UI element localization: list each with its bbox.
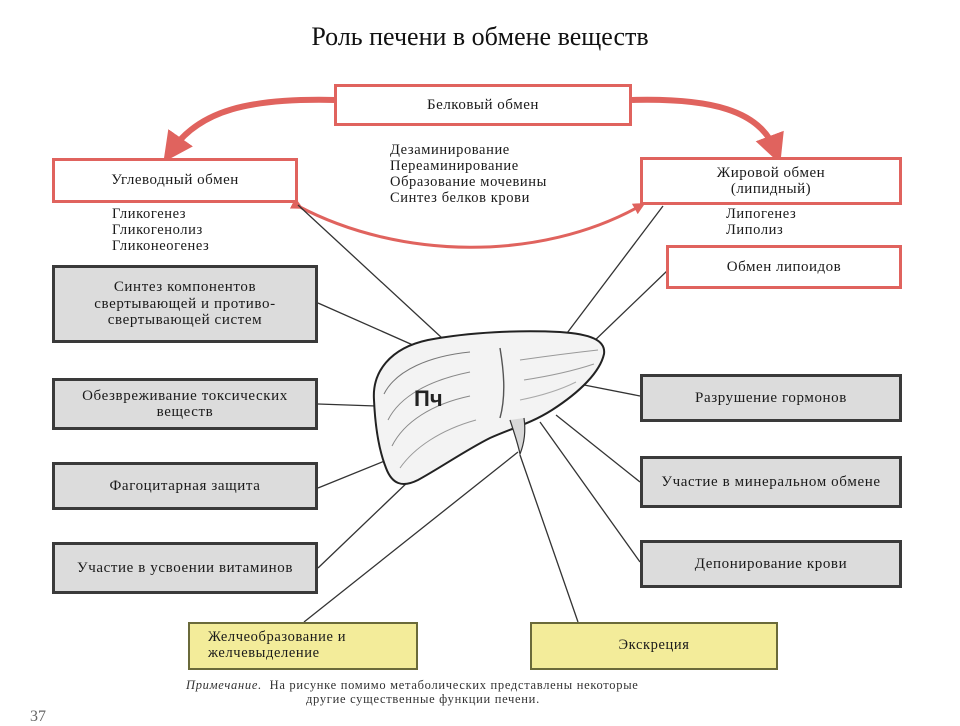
protein-process-list: Дезаминирование Переаминирование Образов…	[390, 142, 547, 206]
list-item: Гликонеогенез	[112, 238, 210, 254]
list-item: Образование мочевины	[390, 174, 547, 190]
lipoid-metabolism-box: Обмен липоидов	[666, 245, 902, 289]
coagulation-synthesis-box: Синтез компонентов свертывающей и против…	[52, 265, 318, 343]
phagocytic-defense-box: Фагоцитарная защита	[52, 462, 318, 510]
line-vitamins	[317, 477, 413, 569]
page-number: 37	[30, 708, 46, 725]
fat-metabolism-sublabel: (липидный)	[730, 181, 812, 197]
footnote-line2: другие существенные функции печени.	[306, 692, 540, 706]
hormone-destruction-box: Разрушение гормонов	[640, 374, 902, 422]
carb-process-list: Гликогенез Гликогенолиз Гликонеогенез	[112, 206, 209, 254]
phagocytic-defense-label: Фагоцитарная защита	[109, 477, 261, 494]
bile-formation-box: Желчеобразование и желчевыделение	[188, 622, 418, 670]
line-bile	[303, 451, 519, 623]
list-item: Синтез белков крови	[390, 190, 530, 206]
carbohydrate-metabolism-label: Углеводный обмен	[111, 172, 239, 189]
page-title: Роль печени в обмене веществ	[311, 22, 649, 51]
line-lipoid	[589, 269, 669, 346]
protein-to-fat-arrow	[631, 96, 784, 165]
list-item: Липолиз	[726, 222, 784, 238]
footnote-prefix: Примечание.	[186, 678, 262, 692]
excretion-box: Экскреция	[530, 622, 778, 670]
list-item: Гликогенолиз	[112, 222, 203, 238]
detoxification-label: Обезвреживание токсических веществ	[82, 387, 288, 421]
footnote-line1: На рисунке помимо метаболических предста…	[269, 678, 639, 692]
vitamin-absorption-box: Участие в усвоении витаминов	[52, 542, 318, 594]
list-item: Липогенез	[726, 206, 797, 222]
bile-formation-label: Желчеобразование и желчевыделение	[208, 629, 347, 661]
coagulation-synthesis-label: Синтез компонентов свертывающей и против…	[94, 279, 276, 329]
carb-fat-arc	[289, 197, 646, 249]
protein-metabolism-box: Белковый обмен	[334, 84, 632, 126]
line-detox	[317, 403, 377, 407]
vitamin-absorption-label: Участие в усвоении витаминов	[76, 559, 294, 576]
lipoid-metabolism-label: Обмен липоидов	[726, 258, 842, 275]
protein-to-carb-arrow	[163, 96, 336, 163]
fat-metabolism-box: Жировой обмен (липидный)	[640, 157, 902, 205]
blood-depot-label: Депонирование крови	[694, 555, 848, 572]
list-item: Дезаминирование	[390, 142, 510, 158]
hormone-destruction-label: Разрушение гормонов	[695, 389, 847, 406]
liver-illustration	[372, 330, 606, 485]
line-excretion	[519, 454, 579, 623]
excretion-label: Экскреция	[618, 637, 690, 654]
line-phago	[317, 457, 393, 489]
line-fat	[557, 205, 664, 346]
mineral-metabolism-box: Участие в минеральном обмене	[640, 456, 902, 508]
list-item: Переаминирование	[390, 158, 519, 174]
line-carb	[297, 204, 456, 351]
blood-depot-box: Депонирование крови	[640, 540, 902, 588]
carbohydrate-metabolism-box: Углеводный обмен	[52, 158, 298, 203]
protein-metabolism-label: Белковый обмен	[427, 96, 539, 113]
line-mineral	[555, 414, 641, 483]
mineral-metabolism-label: Участие в минеральном обмене	[661, 473, 881, 490]
line-blood	[539, 421, 641, 563]
fat-process-list: Липогенез Липолиз	[726, 206, 796, 238]
fat-metabolism-label: Жировой обмен	[716, 164, 826, 181]
footnote: Примечание. На рисунке помимо метаболиче…	[186, 678, 639, 706]
liver-label: Пч	[414, 386, 443, 411]
detoxification-box: Обезвреживание токсических веществ	[52, 378, 318, 430]
list-item: Гликогенез	[112, 206, 187, 222]
